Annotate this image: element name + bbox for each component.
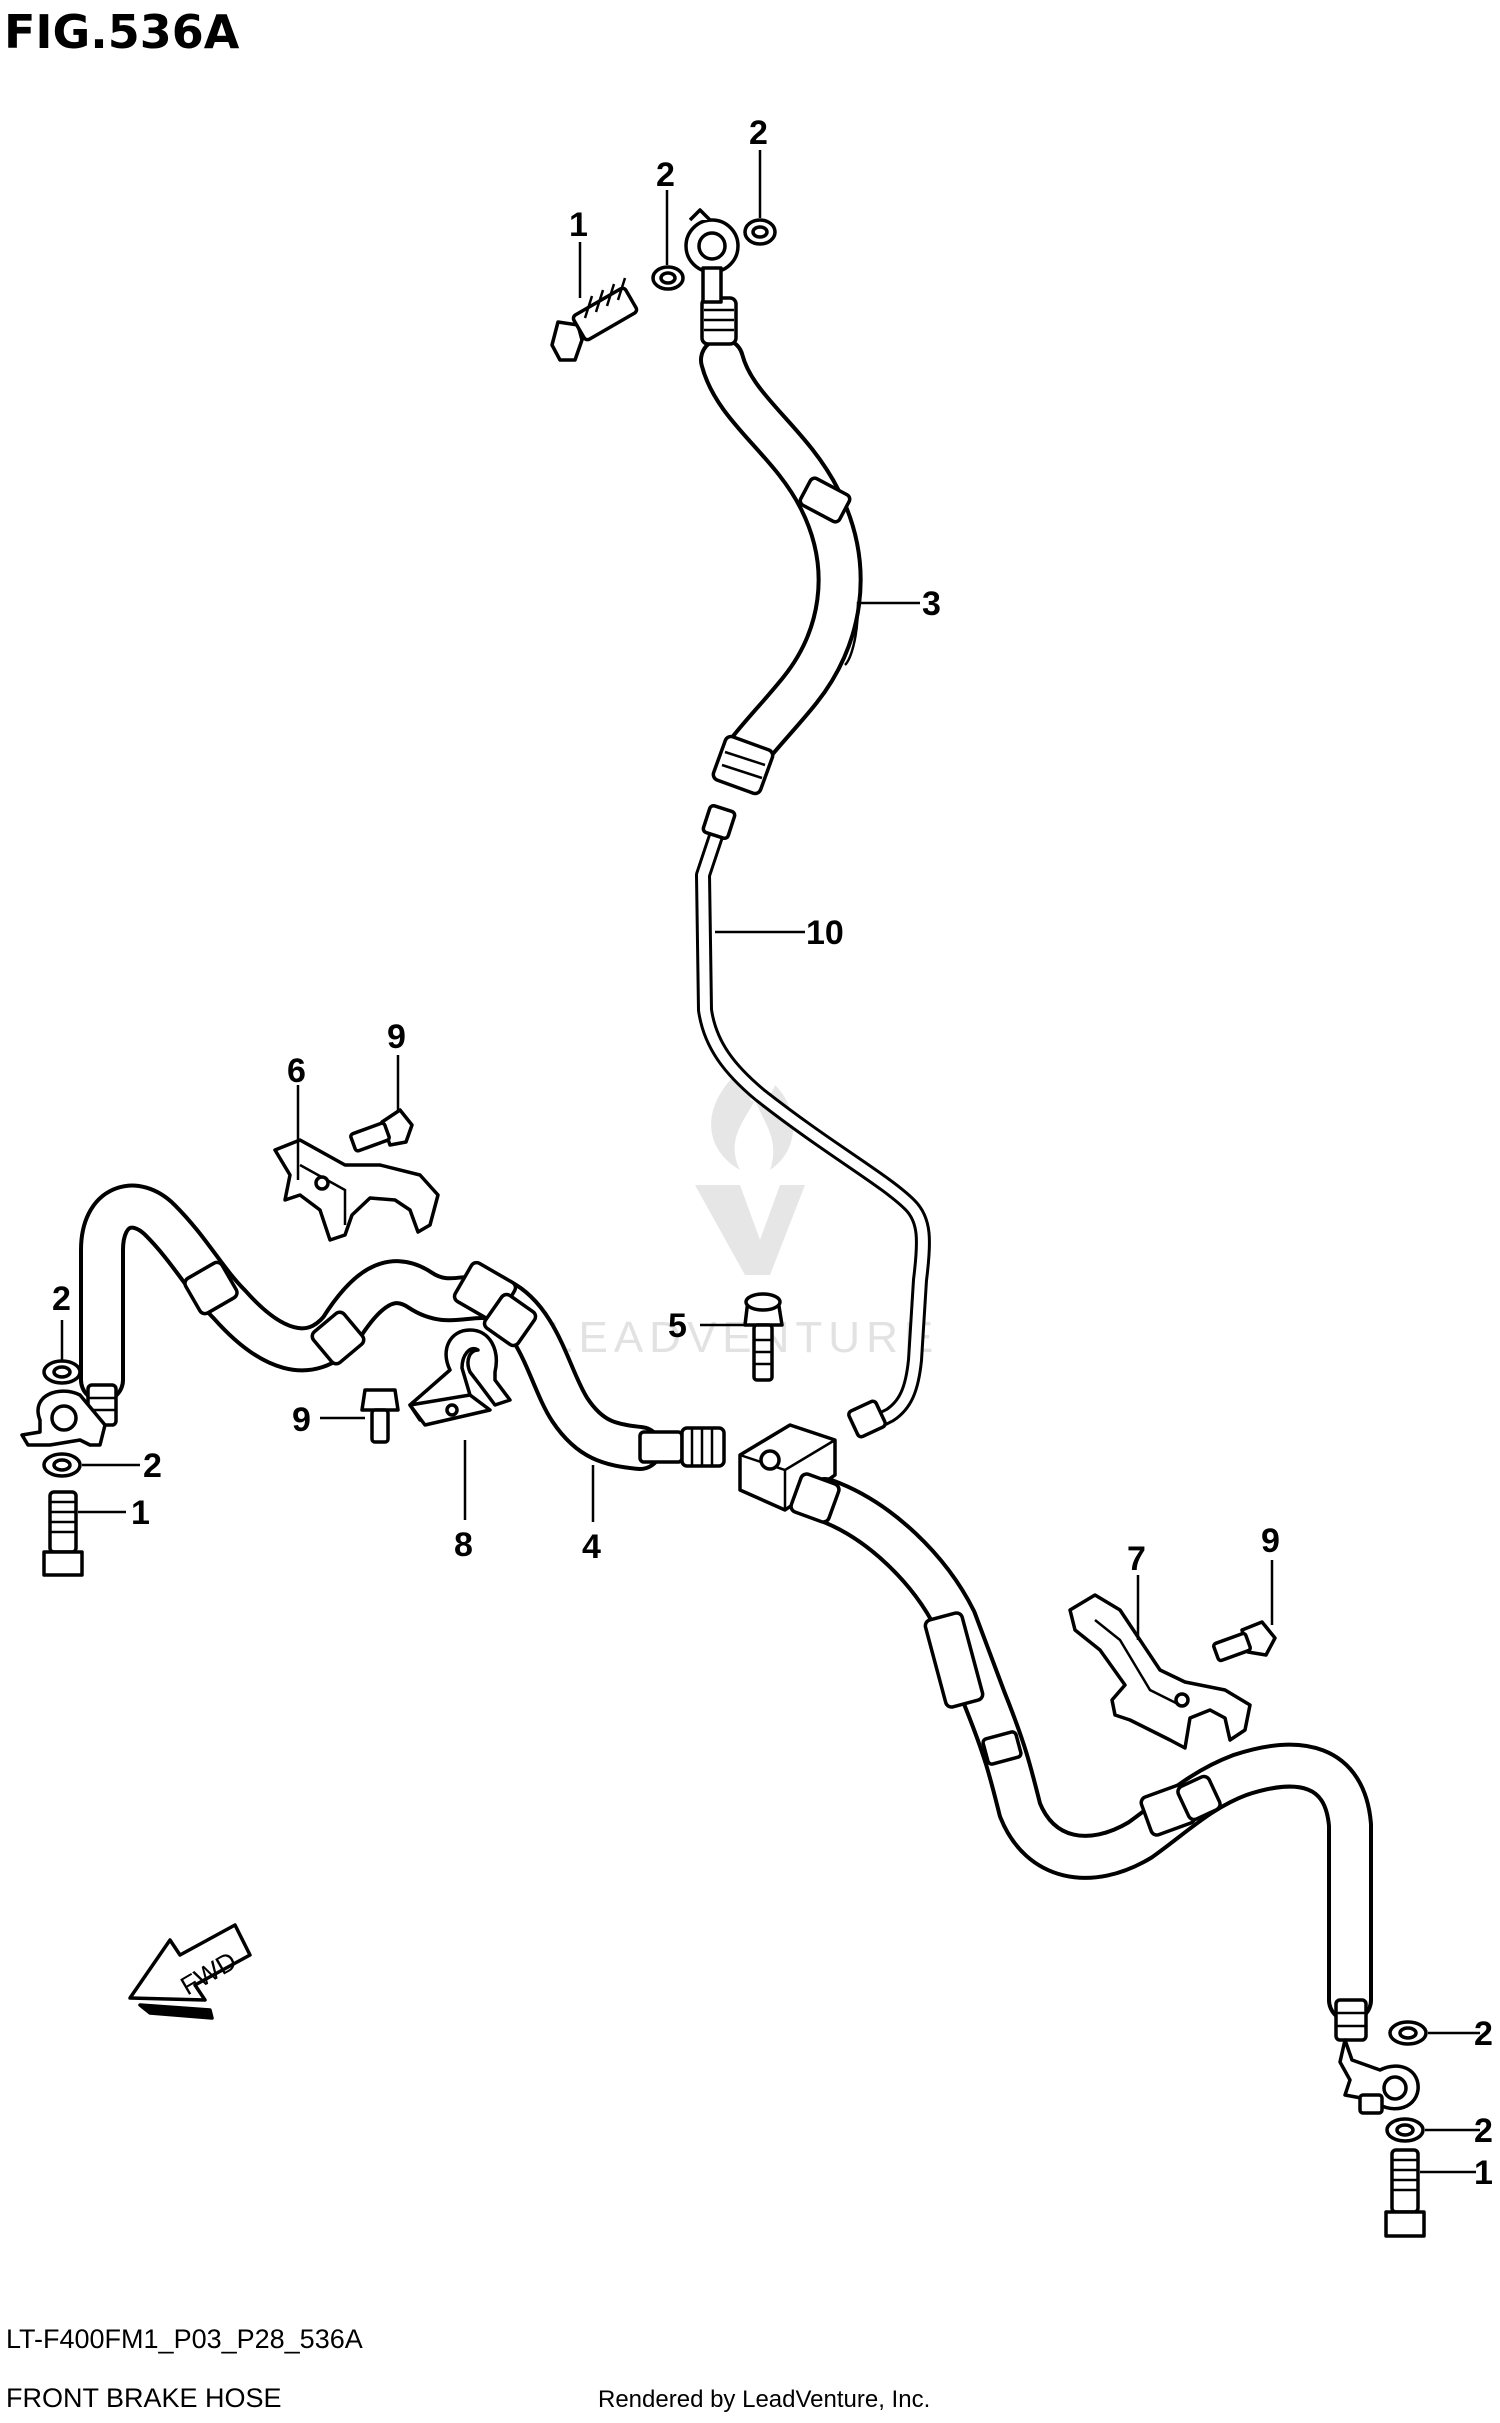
figure-caption: FRONT BRAKE HOSE	[6, 2383, 282, 2413]
brake-hose-right	[789, 1472, 1420, 2115]
brake-hose-upper	[684, 208, 863, 796]
joint-bolt	[743, 1292, 784, 1382]
callout-labels: 1 2 2 3 10 9 6 2 2 1 5 9 8 4 7 9 2 2 1	[52, 114, 1493, 2192]
leader-lines	[60, 150, 1480, 2174]
callout-1-top: 1	[569, 206, 588, 244]
union-bolt-right	[1384, 2148, 1426, 2238]
clamp-7	[1068, 1593, 1252, 1750]
callout-1-right: 1	[1474, 2154, 1493, 2192]
forward-direction-arrow: FWD	[128, 1923, 252, 2020]
clamp-6	[273, 1138, 440, 1242]
washer-right-a	[1388, 2020, 1428, 2046]
callout-9-right: 9	[1261, 1522, 1280, 1560]
callout-2-left-a: 2	[52, 1280, 71, 1318]
watermark-text: LEADVENTURE	[548, 1313, 939, 1362]
rendered-by-credit: Rendered by LeadVenture, Inc.	[598, 2386, 930, 2413]
clamp-bolt-mid	[360, 1388, 400, 1444]
callout-2-top-b: 2	[749, 114, 768, 152]
washer-left-b	[42, 1452, 82, 1478]
washer-right-b	[1385, 2117, 1425, 2143]
clamp-bolt-right	[1212, 1620, 1277, 1663]
callout-5: 5	[668, 1307, 687, 1345]
callout-2-right-b: 2	[1474, 2112, 1493, 2150]
clamp-bolt-upper-left	[349, 1108, 414, 1153]
callout-9-mid: 9	[292, 1401, 311, 1439]
callout-2-left-b: 2	[143, 1447, 162, 1485]
callout-1-left: 1	[131, 1494, 150, 1532]
clamp-8	[408, 1328, 512, 1427]
callout-6: 6	[287, 1052, 306, 1090]
model-code: LT-F400FM1_P03_P28_536A	[6, 2324, 363, 2354]
callout-9-upper-left: 9	[387, 1018, 406, 1056]
washer-top-b	[743, 218, 777, 246]
callout-7: 7	[1127, 1540, 1146, 1578]
washer-top-a	[651, 265, 685, 291]
callout-10: 10	[806, 914, 844, 952]
watermark: LEADVENTURE	[548, 1075, 939, 1362]
union-bolt-top	[550, 277, 639, 362]
callout-8: 8	[454, 1526, 473, 1564]
callout-2-right-a: 2	[1474, 2015, 1493, 2053]
union-bolt-left	[42, 1490, 84, 1577]
callout-4: 4	[582, 1528, 601, 1566]
figure-title: FIG.536A	[4, 5, 240, 59]
washer-left-a	[42, 1359, 82, 1385]
brake-pipe	[695, 803, 931, 1439]
callout-2-top-a: 2	[656, 156, 675, 194]
callout-3: 3	[922, 585, 941, 623]
brake-hose-left	[20, 1183, 726, 1471]
